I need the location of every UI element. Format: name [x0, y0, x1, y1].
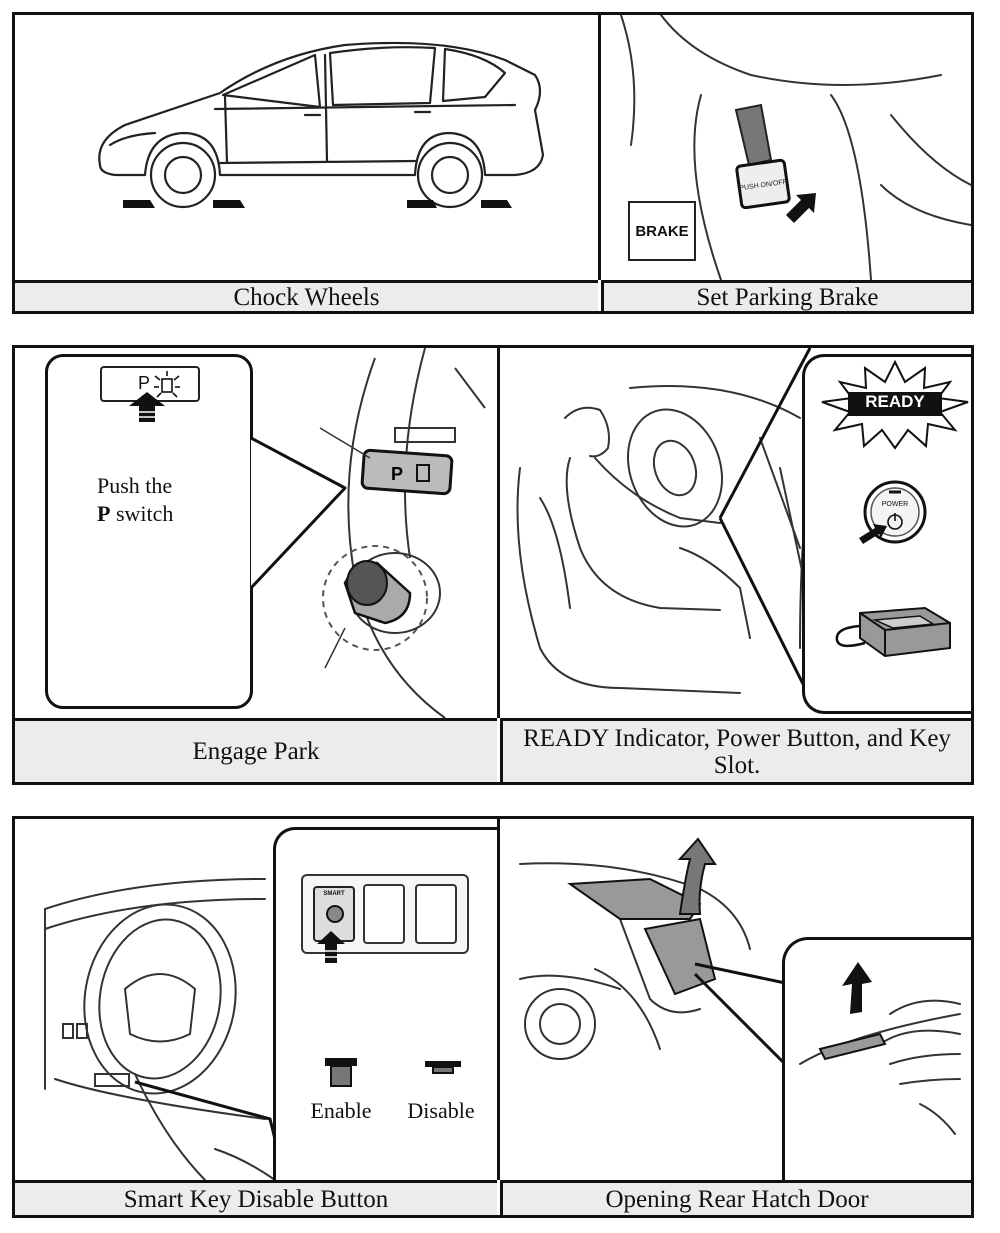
- power-label: POWER: [881, 501, 909, 508]
- panel-divider: [497, 819, 500, 1180]
- caption-smart-key-disable: Smart Key Disable Button: [15, 1180, 497, 1215]
- disable-button-icon: [425, 1061, 461, 1074]
- enable-label: Enable: [310, 1098, 372, 1123]
- up-arrow-icon: [317, 931, 345, 963]
- smart-label: SMART: [323, 891, 345, 897]
- key-slot-icon: [835, 606, 951, 658]
- callout-line2: switch: [110, 501, 174, 526]
- light-burst-icon: [154, 371, 180, 398]
- car-icon: [98, 41, 545, 209]
- panel-row-3: SMART Enable Disable: [12, 816, 974, 1218]
- blank-switch-1: [363, 884, 405, 944]
- ready-power-illustration: READY POWER: [500, 348, 971, 718]
- caption-ready-power-key: READY Indicator, Power Button, and Key S…: [500, 718, 971, 782]
- ready-indicator-icon: [821, 360, 969, 450]
- panel-divider: [497, 348, 500, 718]
- rear-hatch-illustration: [500, 819, 971, 1180]
- shift-knob-icon: [322, 545, 441, 669]
- power-button-icon: [859, 480, 927, 544]
- p-switch-icon: P: [360, 448, 454, 496]
- p-switch-text: P: [391, 464, 403, 484]
- panel-row-2: P P: [12, 345, 974, 785]
- lift-arrow-icon: [677, 837, 717, 915]
- caption-engage-park: Engage Park: [15, 718, 497, 782]
- caption-set-parking-brake: Set Parking Brake: [601, 280, 971, 311]
- smart-key-button[interactable]: SMART: [313, 886, 355, 942]
- parking-brake-illustration: PUSH ON/OFF BRAKE: [601, 15, 971, 280]
- panel-row-1: PUSH ON/OFF BRAKE Chock Wheels Set Parki…: [12, 12, 974, 314]
- disable-label: Disable: [407, 1098, 475, 1123]
- enable-button-icon: [325, 1058, 357, 1087]
- chock-wheels-illustration: [15, 15, 598, 280]
- press-arrow-icon: [786, 193, 816, 223]
- ready-label: READY: [865, 392, 925, 411]
- brake-indicator: BRAKE: [628, 201, 696, 261]
- blank-switch-2: [415, 884, 457, 944]
- callout-line1: Push the: [97, 473, 173, 498]
- callout-text: Push the P switch: [97, 472, 247, 528]
- parking-brake-pedal-icon: PUSH ON/OFF: [735, 158, 791, 210]
- smart-button-dot: [326, 905, 344, 923]
- p-indicator-text: P: [138, 373, 151, 393]
- engage-park-illustration: P P: [15, 348, 497, 718]
- smart-key-illustration: SMART Enable Disable: [15, 819, 497, 1180]
- caption-chock-wheels: Chock Wheels: [15, 280, 598, 311]
- hatch-handle-hand-icon: [799, 962, 961, 1135]
- callout-bold: P: [97, 501, 111, 526]
- caption-rear-hatch: Opening Rear Hatch Door: [500, 1180, 971, 1215]
- callout-hatch: [782, 937, 971, 1180]
- panel-divider: [598, 15, 601, 280]
- brake-label: BRAKE: [635, 222, 689, 240]
- up-arrow-icon: [129, 392, 165, 422]
